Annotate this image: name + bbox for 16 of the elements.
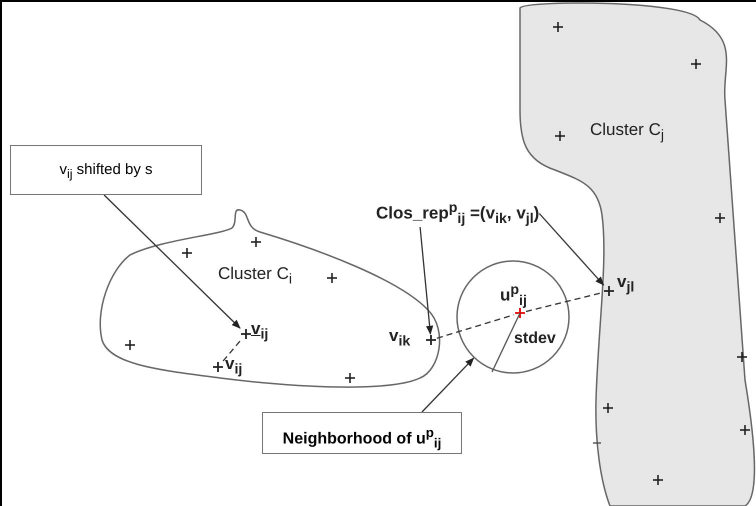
point-label: v$_{ik}$ [389, 326, 410, 350]
cluster-label: Cluster C$_{i}$ [218, 264, 292, 288]
point-label: v$_{jl}$ [617, 272, 634, 296]
formula-label: Clos_rep$^{p}$$_{ij}$ =(v$_{ik}$, v$_{jl}$) [376, 200, 540, 228]
callout-box: v$_{ij}$ shifted by s [10, 145, 202, 195]
arrow [538, 213, 604, 286]
point-label: v$_{ij}$ [225, 354, 242, 378]
arrow [104, 194, 241, 329]
radius-label: stdev [514, 330, 556, 348]
cluster-label: Cluster C$_{j}$ [590, 120, 664, 144]
neighborhood-circle [456, 260, 570, 374]
dashed-line [222, 340, 242, 362]
point-label: v$_{ij}$ [251, 319, 268, 342]
arrow [419, 226, 434, 335]
dashed-line [436, 314, 514, 339]
arrow [422, 358, 474, 412]
